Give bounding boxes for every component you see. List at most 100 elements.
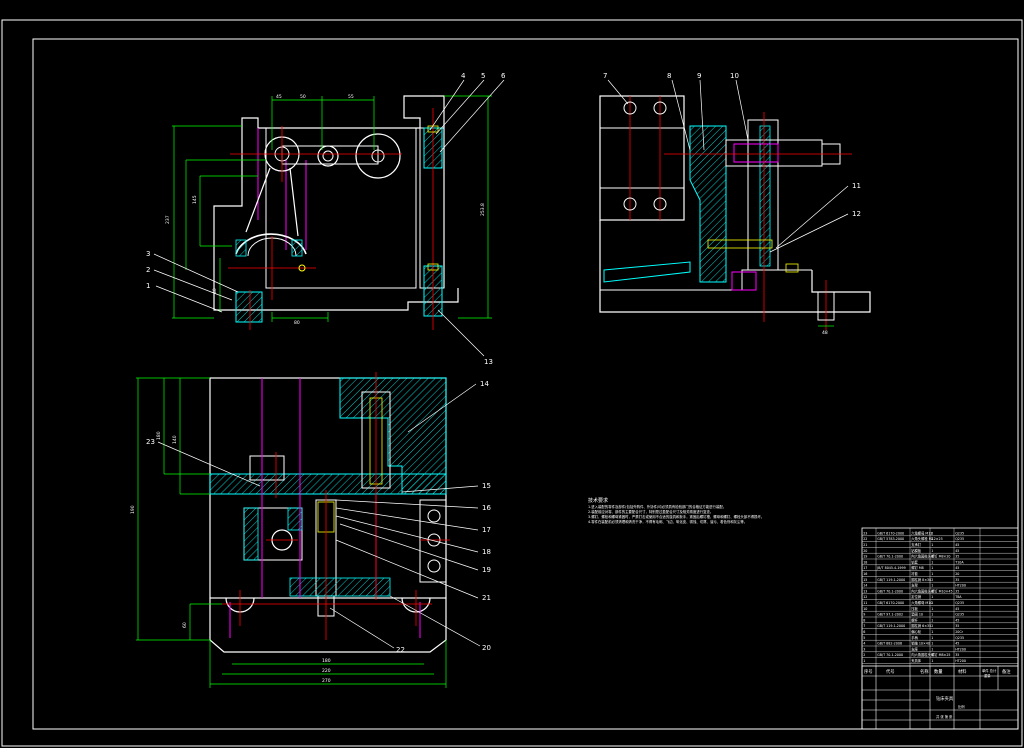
callout-15: 15 — [482, 482, 491, 490]
top-centerlines — [222, 372, 450, 640]
bom-cell: 1 — [931, 566, 933, 570]
bom-cell: GB/T 6170-2000 — [877, 601, 904, 605]
front-eccentric-hatch-l — [235, 239, 247, 257]
bom-cell: 2 — [931, 537, 933, 541]
top-leaders — [157, 383, 481, 649]
top-dimensions — [136, 377, 447, 688]
top-bar-hatch — [209, 473, 447, 495]
bom-cell: 1 — [931, 601, 933, 605]
bom-cell: 1 — [931, 647, 933, 651]
bom-cell: 35 — [955, 624, 959, 628]
callout-1: 1 — [146, 282, 150, 290]
tb-drawing-name: 钻床夹具 — [936, 695, 954, 702]
callout-9: 9 — [697, 72, 701, 80]
callout-20: 20 — [482, 644, 491, 652]
front-dim-6: 40 — [212, 288, 218, 294]
callout-12: 12 — [852, 210, 861, 218]
bom-cell: 2 — [931, 531, 933, 535]
bom-cell: 8 — [863, 618, 865, 622]
side-hole-4 — [653, 197, 667, 211]
front-dim-1: 45 — [276, 94, 282, 100]
front-left-bush — [235, 291, 263, 323]
notes-line-2: 2.装配前应对零、部件的主要配合尺寸，特别是过盈配合尺寸及相关精度进行复查。 — [588, 510, 714, 514]
bom-cell: 1 — [863, 659, 865, 663]
callout-14: 14 — [480, 380, 489, 388]
front-dim-5: 145 — [192, 195, 198, 204]
bom-cell: 1 — [931, 618, 933, 622]
front-dimensions — [172, 95, 492, 322]
callout-19: 19 — [482, 566, 491, 574]
bom-cell: 2 — [863, 653, 865, 657]
bom-cell: Q235 — [955, 601, 964, 605]
notes-line-3: 3.螺钉、螺栓和螺母紧固时，严禁打击或使用不合适的旋具和扳手，紧固后螺钉槽、螺母… — [588, 515, 765, 519]
front-dim-7: 80 — [294, 320, 300, 326]
bom-cell: 内六角圆柱头螺钉 M10×45 — [911, 588, 952, 593]
bom-cell: 六角头螺栓 M12×25 — [911, 536, 943, 541]
top-dim-2: 180 — [156, 431, 162, 440]
front-view: 45 50 55 237 145 40 80 253.8 1 2 3 4 5 6… — [146, 72, 506, 366]
bom-cell: 13 — [863, 589, 867, 593]
bom-cell: 6 — [863, 630, 865, 634]
front-body — [265, 127, 417, 289]
bom-cell: 2 — [931, 578, 933, 582]
top-dim-4: 60 — [182, 622, 188, 628]
front-dim-2: 50 — [300, 94, 306, 100]
tb-header-code: 代号 — [886, 668, 895, 675]
bom-cell: 1 — [931, 630, 933, 634]
side-view: 48 7 8 9 10 11 12 — [599, 72, 871, 336]
bom-cell: 4 — [931, 653, 933, 657]
bom-cell: GB/T 70.1-2000 — [877, 653, 903, 657]
side-dim-1: 48 — [822, 330, 828, 336]
bom-cell: 35 — [955, 589, 959, 593]
top-nut — [249, 455, 285, 481]
bom-cell: 21 — [863, 543, 867, 547]
bom-cell: 支架 — [911, 583, 918, 588]
bom-cell: 5 — [863, 636, 865, 640]
bom-cell: GB/T 70.1-2000 — [877, 555, 903, 559]
bom-cell: 衬套 — [911, 571, 918, 576]
bom-cell: 4 — [931, 555, 933, 559]
front-pivot-right — [355, 133, 401, 179]
bom-cell: 15 — [863, 578, 867, 582]
bom-cell: 1 — [931, 659, 933, 663]
bom-cell: 45 — [955, 607, 959, 611]
bom-cell: 35 — [955, 555, 959, 559]
bom-cell: 14 — [863, 584, 867, 588]
top-clamp-hatch-l — [243, 507, 259, 561]
bom-cell: 20 — [863, 549, 867, 553]
front-handle-2 — [289, 167, 299, 237]
bom-cell: 20Cr — [955, 630, 963, 634]
notes-line-4: 4.零件在装配前必须清理和清洗干净，不得有毛刺、飞边、氧化皮、锈蚀、切屑、油污、… — [588, 520, 748, 524]
bom-cell: 7 — [863, 624, 865, 628]
bom-cell: 19 — [863, 555, 867, 559]
bom-cell: 六角螺母 M12 — [911, 530, 932, 535]
bom-cell: 1 — [931, 642, 933, 646]
callout-16: 16 — [482, 504, 491, 512]
bom-cell: Q235 — [955, 537, 964, 541]
bom-cell: Q235 — [955, 613, 964, 617]
bom-cell: 1 — [931, 560, 933, 564]
bom-cell: 45 — [955, 618, 959, 622]
bom-cell: 1 — [931, 543, 933, 547]
bom-cell: HT200 — [955, 659, 966, 663]
side-foot-screw — [785, 263, 799, 273]
bom-cell: T8A — [954, 595, 962, 599]
bom-cell: 2 — [931, 624, 933, 628]
top-rail-hole-1 — [427, 509, 441, 523]
bom-cell: 45 — [955, 566, 959, 570]
top-dim-1: 190 — [130, 505, 136, 514]
top-view: 190 180 140 60 180 220 270 23 14 15 16 1… — [130, 372, 491, 688]
bom-cell: GB/T 70.1-2000 — [877, 589, 903, 593]
bom-cell: 9 — [863, 613, 865, 617]
front-dim-3: 55 — [348, 94, 354, 100]
bom-cell: 压板 — [911, 606, 918, 611]
bom-cell: 35 — [955, 653, 959, 657]
bom-cell: 内六角圆柱头螺钉 M8×20 — [911, 554, 950, 559]
bom-cell: GB/T 97.1-2002 — [877, 613, 903, 617]
tb-header-material: 材料 — [958, 668, 967, 675]
bom-cell: 圆柱销 6×35 — [911, 623, 931, 628]
bom-cell: 17 — [863, 566, 867, 570]
